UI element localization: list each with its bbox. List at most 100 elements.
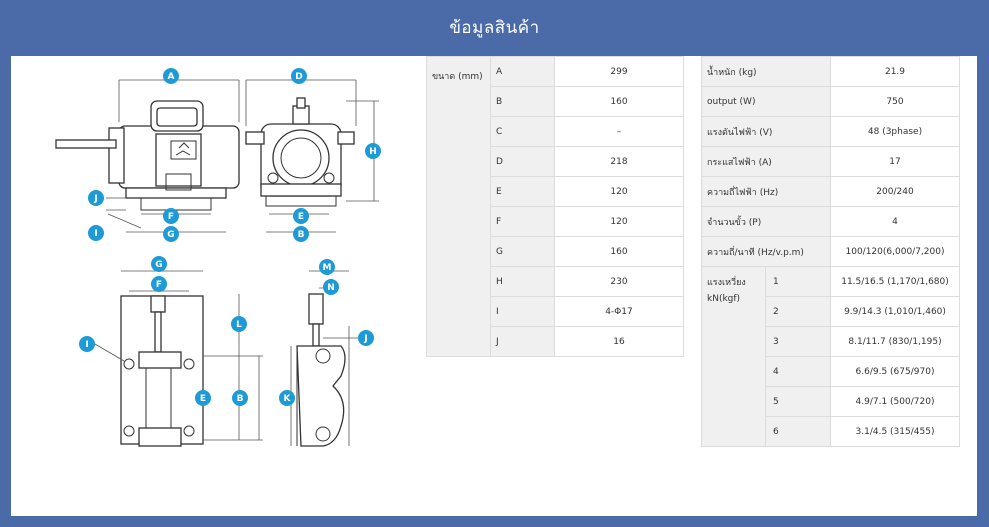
table-row: 2 9.9/14.3 (1,010/1,460) <box>702 296 960 327</box>
table-row: ความถี่ไฟฟ้า (Hz) 200/240 <box>701 176 960 207</box>
dim-key: B <box>490 86 555 117</box>
dim-value: 4-Φ17 <box>554 296 684 327</box>
force-value: 9.9/14.3 (1,010/1,460) <box>830 296 960 327</box>
dim-value: – <box>554 116 684 147</box>
page-title: ข้อมูลสินค้า <box>449 18 540 38</box>
badge-m: M <box>323 263 332 273</box>
table-row: 3 8.1/11.7 (830/1,195) <box>702 326 960 357</box>
dimensions-table: ขนาด (mm) A 299 B 160 C – D 218 E 120 F <box>426 56 684 357</box>
specs-table: น้ำหนัก (kg) 21.9 output (W) 750 แรงดันไ… <box>701 56 960 447</box>
dim-value: 160 <box>554 236 684 267</box>
spec-label: กระแสไฟฟ้า (A) <box>701 146 831 177</box>
table-row: E 120 <box>427 176 684 207</box>
label-badges: A D H J I F G E B G F L I E B M N J K <box>79 68 381 406</box>
dim-key: A <box>490 56 555 87</box>
spec-value: 21.9 <box>830 56 960 87</box>
motor-side-view <box>245 97 355 207</box>
force-value: 11.5/16.5 (1,170/1,680) <box>830 266 960 297</box>
dim-key: G <box>490 236 555 267</box>
dimension-drawing: .ln { stroke:#333; stroke-width:1; fill:… <box>55 68 381 447</box>
force-key: 5 <box>765 386 831 417</box>
dim-key: H <box>490 266 555 297</box>
table-row: output (W) 750 <box>701 86 960 117</box>
table-row: C – <box>427 116 684 147</box>
force-value: 6.6/9.5 (675/970) <box>830 356 960 387</box>
badge-g-plan: G <box>155 260 162 270</box>
force-value: 3.1/4.5 (315/455) <box>830 416 960 447</box>
spec-value: 48 (3phase) <box>830 116 960 147</box>
force-key: 3 <box>765 326 831 357</box>
content-panel: .ln { stroke:#333; stroke-width:1; fill:… <box>11 56 977 516</box>
force-value: 8.1/11.7 (830/1,195) <box>830 326 960 357</box>
force-value: 4.9/7.1 (500/720) <box>830 386 960 417</box>
badge-i-plan: I <box>85 340 88 350</box>
base-plate-view <box>120 295 204 447</box>
force-key: 1 <box>765 266 831 297</box>
badge-l: L <box>236 320 242 330</box>
spec-value: 100/120(6,000/7,200) <box>830 236 960 267</box>
badge-d: D <box>295 72 302 82</box>
dim-key: C <box>490 116 555 147</box>
dim-value: 120 <box>554 206 684 237</box>
table-row: 6 3.1/4.5 (315/455) <box>702 416 960 447</box>
dim-value: 120 <box>554 176 684 207</box>
force-header: แรงเหวี่ยง kN(kgf) <box>701 266 766 447</box>
spec-label: output (W) <box>701 86 831 117</box>
table-row: J 16 <box>427 326 684 357</box>
spec-value: 4 <box>830 206 960 237</box>
table-row: แรงดันไฟฟ้า (V) 48 (3phase) <box>701 116 960 147</box>
spec-label: แรงดันไฟฟ้า (V) <box>701 116 831 147</box>
dim-key: I <box>490 296 555 327</box>
motor-front-view <box>55 100 240 211</box>
force-key: 4 <box>765 356 831 387</box>
badge-k: K <box>284 394 292 404</box>
badge-n: N <box>327 283 335 293</box>
badge-e-side: E <box>298 212 304 222</box>
dim-key: F <box>490 206 555 237</box>
table-row: ขนาด (mm) A 299 <box>426 56 684 357</box>
badge-b-side: B <box>298 230 305 240</box>
table-row: H 230 <box>427 266 684 297</box>
spec-value: 17 <box>830 146 960 177</box>
table-row: น้ำหนัก (kg) 21.9 <box>701 56 960 87</box>
badge-i-front: I <box>94 229 97 239</box>
table-row: F 120 <box>427 206 684 237</box>
badge-j-front: J <box>93 194 97 204</box>
badge-j-clamp: J <box>363 334 367 344</box>
spec-label: ความถี่/นาที (Hz/v.p.m) <box>701 236 831 267</box>
badge-f-front: F <box>168 212 174 222</box>
badge-g-front: G <box>167 230 174 240</box>
table-row: G 160 <box>427 236 684 267</box>
dimensions-header: ขนาด (mm) <box>426 56 491 357</box>
table-row: 4 6.6/9.5 (675/970) <box>702 356 960 387</box>
spec-label: จำนวนขั้ว (P) <box>701 206 831 237</box>
table-row: ความถี่/นาที (Hz/v.p.m) 100/120(6,000/7,… <box>701 236 960 267</box>
dim-key: E <box>490 176 555 207</box>
header-bar <box>0 0 989 56</box>
dim-value: 218 <box>554 146 684 177</box>
table-row: กระแสไฟฟ้า (A) 17 <box>701 146 960 177</box>
badge-h: H <box>369 147 377 157</box>
dim-value: 299 <box>554 56 684 87</box>
dim-key: J <box>490 326 555 357</box>
badge-e-plan: E <box>200 394 206 404</box>
force-key: 2 <box>765 296 831 327</box>
force-label-line2: kN(kgf) <box>707 294 741 304</box>
table-row: แรงเหวี่ยง kN(kgf) 1 11.5/16.5 (1,170/1,… <box>701 266 960 447</box>
badge-b-plan: B <box>237 394 244 404</box>
force-key: 6 <box>765 416 831 447</box>
dim-value: 230 <box>554 266 684 297</box>
dim-value: 16 <box>554 326 684 357</box>
clamp-side-view <box>296 293 346 447</box>
dim-key: D <box>490 146 555 177</box>
badge-a: A <box>168 72 175 82</box>
badge-f-plan: F <box>156 280 162 290</box>
spec-value: 750 <box>830 86 960 117</box>
spec-value: 200/240 <box>830 176 960 207</box>
spec-label: ความถี่ไฟฟ้า (Hz) <box>701 176 831 207</box>
force-label-line1: แรงเหวี่ยง <box>707 278 746 288</box>
dim-value: 160 <box>554 86 684 117</box>
table-row: I 4-Φ17 <box>427 296 684 327</box>
table-row: จำนวนขั้ว (P) 4 <box>701 206 960 237</box>
spec-label: น้ำหนัก (kg) <box>701 56 831 87</box>
